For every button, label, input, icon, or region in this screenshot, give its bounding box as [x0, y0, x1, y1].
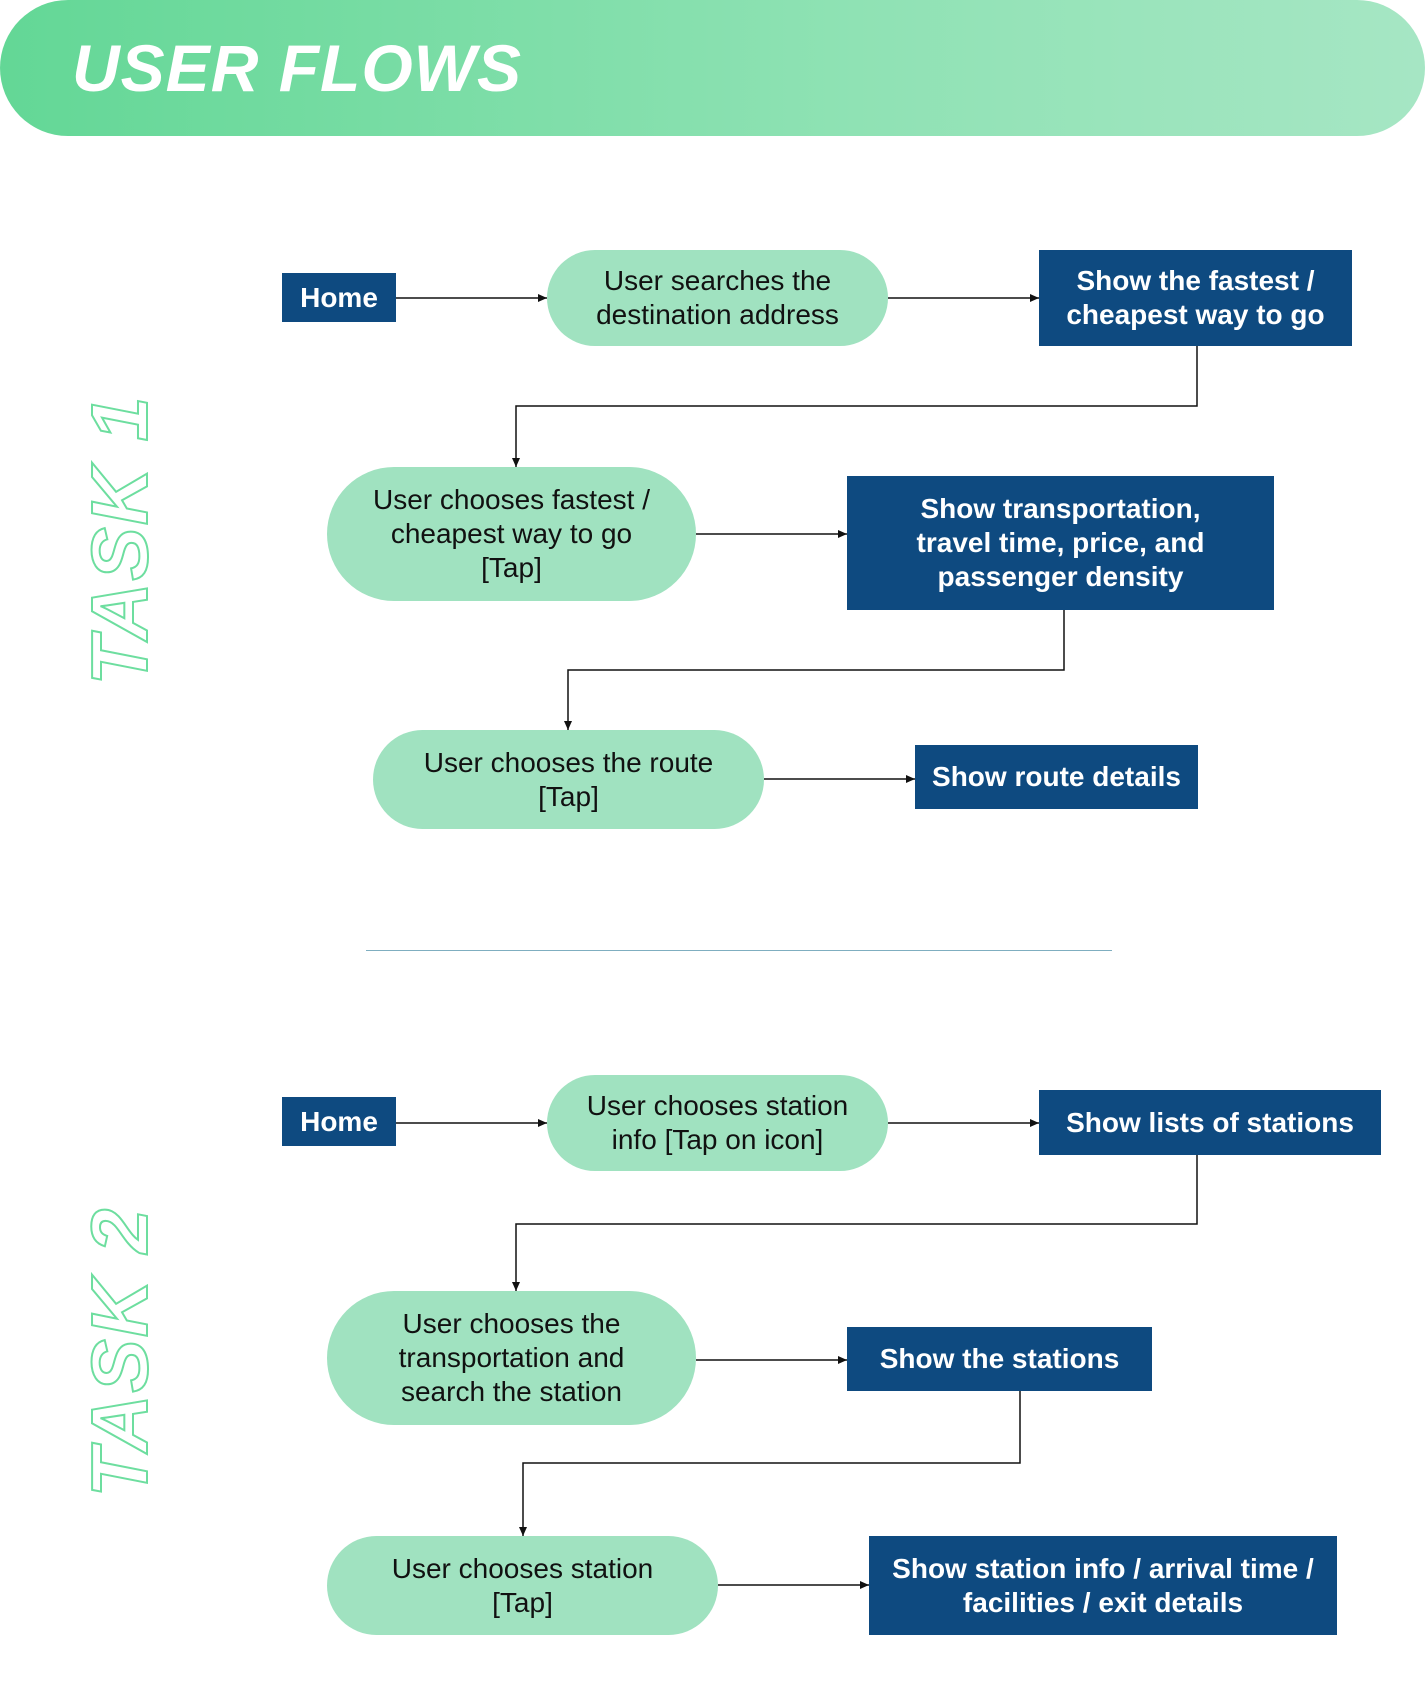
page-title: USER FLOWS — [72, 31, 522, 105]
task1-fastest-box: Show the fastest / cheapest way to go — [1039, 250, 1352, 346]
task2-station-info-step: User chooses station info [Tap on icon] — [547, 1075, 888, 1171]
task2-show-stations-box: Show the stations — [847, 1327, 1152, 1391]
header-banner: USER FLOWS — [0, 0, 1425, 136]
task1-choose-route-step: User chooses the route [Tap] — [373, 730, 764, 829]
task1-choose-way-step: User chooses fastest / cheapest way to g… — [327, 467, 696, 601]
task2-station-list-box: Show lists of stations — [1039, 1090, 1381, 1155]
connector-fastest-choose-way — [512, 346, 1198, 467]
connector-list-choose-transport — [512, 1155, 1198, 1291]
task2-home-box: Home — [282, 1097, 396, 1146]
connector-transport-choose-route — [564, 610, 1065, 730]
task2-choose-station-step: User chooses station [Tap] — [327, 1536, 718, 1635]
task1-route-details-box: Show route details — [915, 745, 1198, 809]
task-divider — [366, 950, 1112, 951]
connector-stations-choose-station — [519, 1391, 1021, 1536]
task1-transport-info-box: Show transportation, travel time, price,… — [847, 476, 1274, 610]
task2-choose-transport-step: User chooses the transportation and sear… — [327, 1291, 696, 1425]
task2-station-details-box: Show station info / arrival time / facil… — [869, 1536, 1337, 1635]
task1-home-box: Home — [282, 273, 396, 322]
task1-search-step: User searches the destination address — [547, 250, 888, 346]
